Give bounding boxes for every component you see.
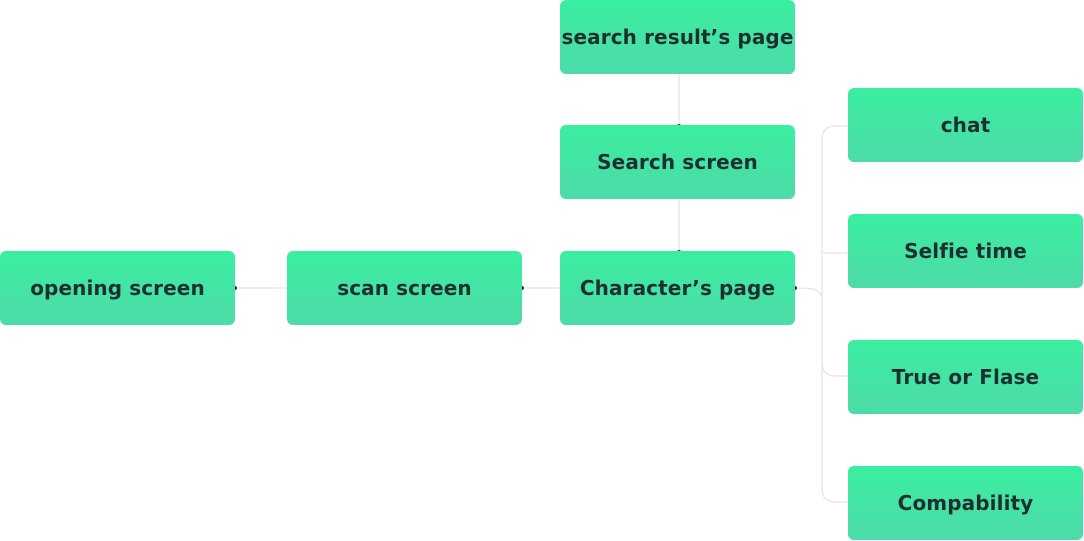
node-label: search result’s page	[561, 25, 794, 49]
connector-dot	[793, 286, 797, 290]
node-search-results-page[interactable]: search result’s page	[560, 0, 795, 74]
node-scan-screen[interactable]: scan screen	[287, 251, 522, 325]
connector-dot	[233, 286, 237, 290]
node-chat[interactable]: chat	[848, 88, 1083, 162]
node-label: scan screen	[337, 276, 472, 300]
node-opening-screen[interactable]: opening screen	[0, 251, 235, 325]
node-true-or-false[interactable]: True or Flase	[848, 340, 1083, 414]
link-branch-to-compatibility	[821, 362, 848, 503]
node-label: Selfie time	[904, 239, 1027, 263]
link-branch-to-chat	[821, 125, 848, 288]
node-compatibility[interactable]: Compability	[848, 466, 1083, 540]
connector-dot	[520, 286, 524, 290]
node-character-page[interactable]: Character’s page	[560, 251, 795, 325]
node-label: True or Flase	[891, 365, 1040, 389]
node-label: Search screen	[597, 150, 758, 174]
node-label: Character’s page	[579, 276, 776, 300]
link-branch-to-truefalse	[821, 288, 848, 377]
link-character-to-branch	[794, 287, 823, 301]
node-selfie-time[interactable]: Selfie time	[848, 214, 1083, 288]
node-search-screen[interactable]: Search screen	[560, 125, 795, 199]
node-label: chat	[940, 113, 991, 137]
node-label: opening screen	[30, 276, 205, 300]
link-branch-to-selfie	[821, 251, 848, 254]
node-label: Compability	[897, 491, 1034, 515]
